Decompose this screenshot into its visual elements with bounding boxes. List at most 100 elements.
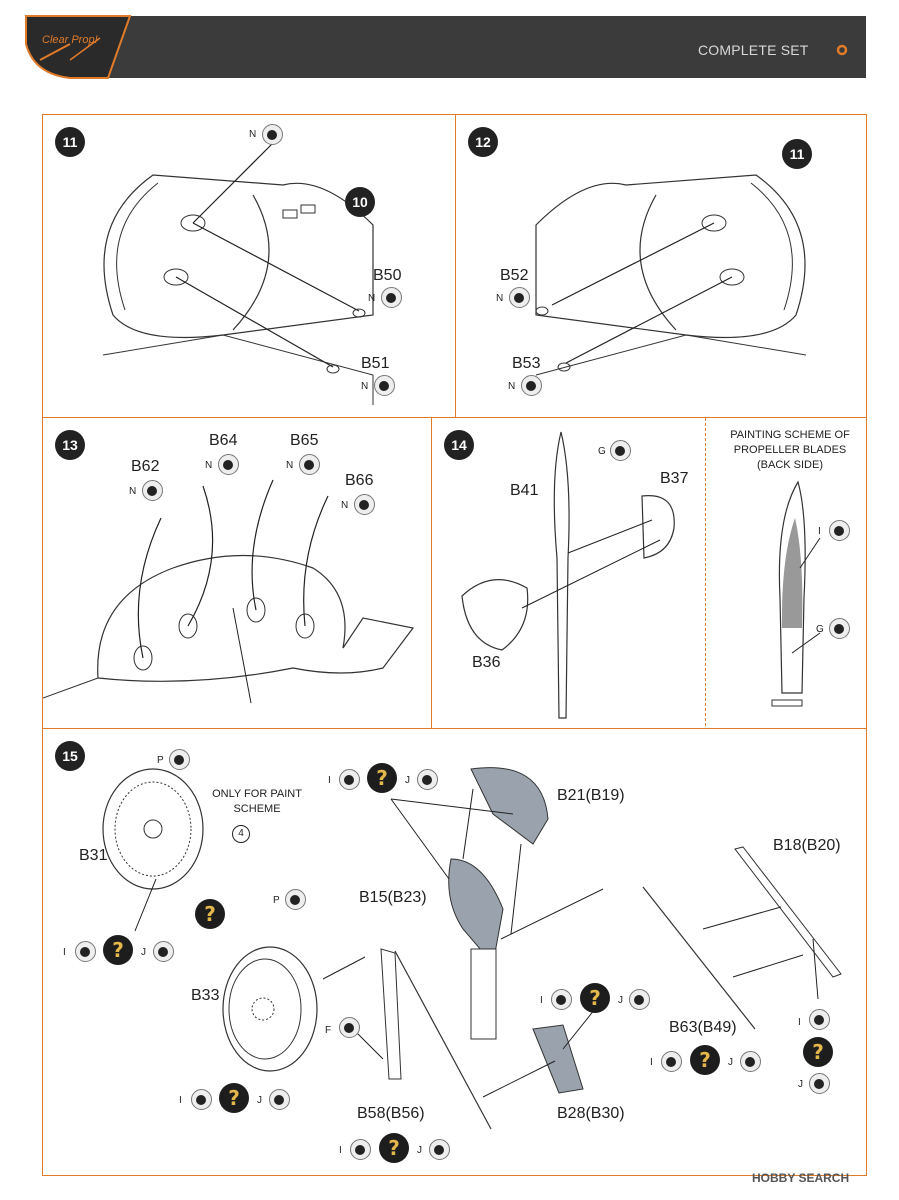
part-label-b50: B50: [373, 267, 402, 284]
paint-scheme-number: 4: [232, 825, 250, 843]
paint-icon: [610, 440, 631, 461]
paint-icon: [429, 1139, 450, 1160]
part-label-b58: B58(B56): [357, 1105, 425, 1122]
part-label-b51: B51: [361, 355, 390, 372]
paint-icon: [191, 1089, 212, 1110]
paint-icon: [551, 989, 572, 1010]
question-icon: ?: [690, 1045, 720, 1075]
part-label-b28: B28(B30): [557, 1105, 625, 1122]
note-line: ONLY FOR PAINT: [212, 788, 302, 800]
paint-code-n: N: [508, 381, 516, 392]
paint-icon: [218, 454, 239, 475]
question-icon: ?: [367, 763, 397, 793]
paint-code-j: J: [257, 1095, 262, 1106]
paint-code-n: N: [205, 460, 213, 471]
step-12-drawing: [535, 174, 807, 376]
paint-code-j: J: [405, 775, 410, 786]
header-bar: Clear Prop! COMPLETE SET: [0, 0, 899, 90]
step-14-panel: 14 G B41 B37 B36 PAINTING SCHEME OF PROP…: [431, 417, 867, 730]
paint-code-j: J: [728, 1057, 733, 1068]
paint-icon: [354, 494, 375, 515]
paint-code-i: I: [328, 775, 331, 786]
part-label-b52: B52: [500, 267, 529, 284]
paint-code-i: I: [179, 1095, 182, 1106]
step-number: 12: [468, 127, 498, 157]
step-13-panel: 13 B62 N B64 N B65 N B66 N: [42, 417, 433, 730]
paint-icon: [339, 769, 360, 790]
paint-code-p: P: [157, 755, 164, 766]
step-number: 15: [55, 741, 85, 771]
part-label-b63: B63(B49): [669, 1019, 737, 1036]
note-line: PAINTING SCHEME OF: [730, 429, 850, 441]
paint-icon: [285, 889, 306, 910]
step-14-drawing: [461, 431, 821, 719]
paint-icon: [269, 1089, 290, 1110]
step-15-panel: 15 P ONLY FOR PAINT SCHEME 4 B31 ? I ? J…: [42, 728, 867, 1176]
paint-icon: [629, 989, 650, 1010]
page-title: COMPLETE SET: [698, 42, 809, 58]
part-label-b65: B65: [290, 432, 319, 449]
part-label-b66: B66: [345, 472, 374, 489]
paint-icon: [299, 454, 320, 475]
paint-code-p: P: [273, 895, 280, 906]
question-icon: ?: [379, 1133, 409, 1163]
reference-step-number: 10: [345, 187, 375, 217]
step-number: 14: [444, 430, 474, 460]
paint-code-j: J: [141, 947, 146, 958]
part-label-b64: B64: [209, 432, 238, 449]
part-label-b15: B15(B23): [359, 889, 427, 906]
paint-code-j: J: [618, 995, 623, 1006]
part-label-b53: B53: [512, 355, 541, 372]
note-line: SCHEME: [233, 803, 281, 815]
paint-icon: [661, 1051, 682, 1072]
part-label-b31: B31: [79, 847, 108, 864]
part-label-b36: B36: [472, 654, 501, 671]
paint-code-j: J: [417, 1145, 422, 1156]
paint-icon: [153, 941, 174, 962]
paint-icon: [509, 287, 530, 308]
paint-code-i: I: [540, 995, 543, 1006]
paint-code-i: I: [339, 1145, 342, 1156]
paint-code-n: N: [368, 293, 376, 304]
watermark: HOBBY SEARCH: [752, 1171, 850, 1185]
part-label-b21: B21(B19): [557, 787, 625, 804]
paint-code-n: N: [361, 381, 369, 392]
paint-code-i: I: [650, 1057, 653, 1068]
scheme-divider: [705, 418, 706, 729]
question-icon: ?: [195, 899, 225, 929]
paint-code-j: J: [798, 1079, 803, 1090]
paint-icon: [374, 375, 395, 396]
part-label-b18: B18(B20): [773, 837, 841, 854]
paint-code-i: I: [818, 526, 821, 537]
question-icon: ?: [803, 1037, 833, 1067]
step-15-drawing: [102, 767, 842, 1130]
paint-code-n: N: [496, 293, 504, 304]
paint-icon: [829, 520, 850, 541]
step-12-panel: 12 11 B52 N B53 N: [455, 114, 867, 419]
header-graphic: [25, 15, 866, 79]
paint-icon: [829, 618, 850, 639]
step-11-panel: 11 10 N B50 N B51 N: [42, 114, 457, 419]
reference-step-number: 11: [782, 139, 812, 169]
paint-icon: [262, 124, 283, 145]
part-label-b37: B37: [660, 470, 689, 487]
paint-code-n: N: [341, 500, 349, 511]
part-label-b41: B41: [510, 482, 539, 499]
paint-icon: [809, 1009, 830, 1030]
paint-code-g: G: [816, 624, 824, 635]
step-13-drawing: [43, 479, 415, 704]
paint-code-i: I: [798, 1017, 801, 1028]
paint-icon: [169, 749, 190, 770]
paint-icon: [75, 941, 96, 962]
paint-icon: [417, 769, 438, 790]
paint-icon: [381, 287, 402, 308]
step-number: 11: [55, 127, 85, 157]
part-label-b33: B33: [191, 987, 220, 1004]
logo: Clear Prop!: [42, 34, 98, 46]
part-label-b62: B62: [131, 458, 160, 475]
step-11-drawing: [102, 142, 374, 405]
paint-code-n: N: [249, 129, 257, 140]
paint-code-i: I: [63, 947, 66, 958]
note-line: (BACK SIDE): [756, 459, 823, 471]
question-icon: ?: [219, 1083, 249, 1113]
